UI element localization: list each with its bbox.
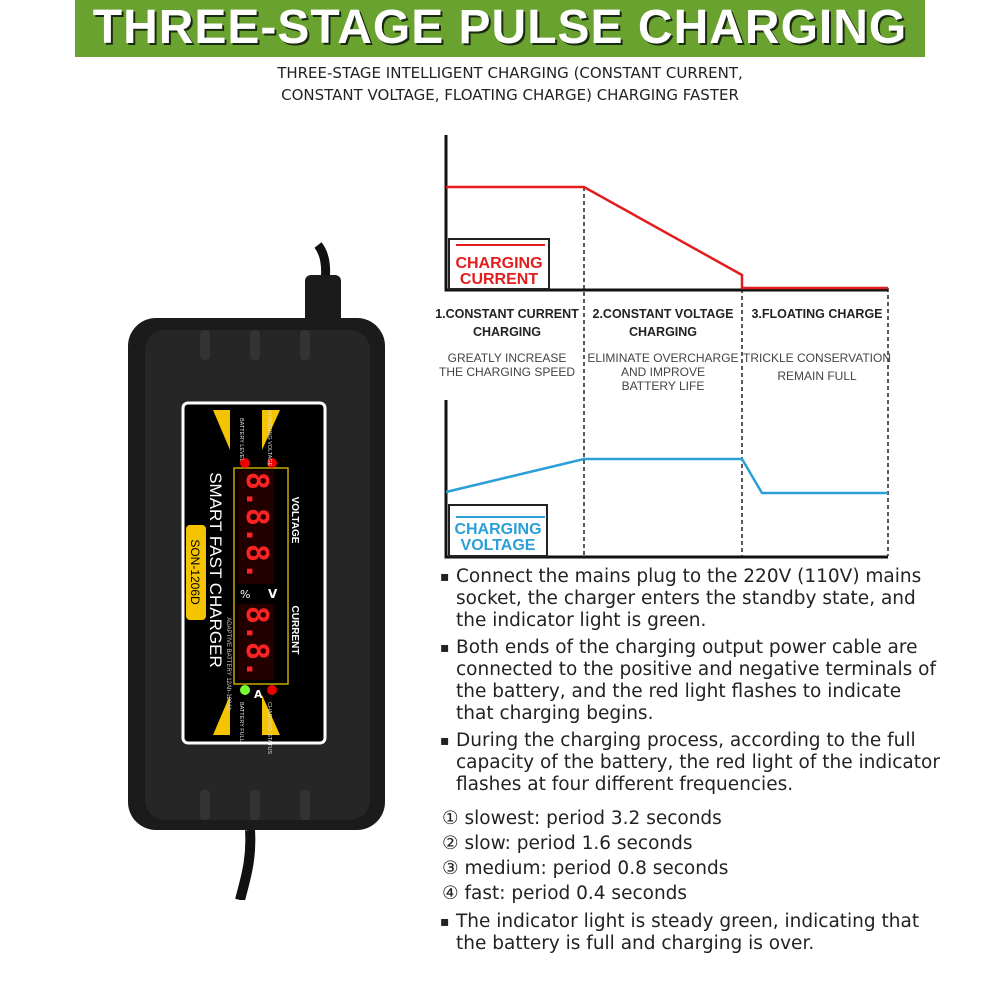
voltage-label: CHARGING xyxy=(454,521,542,538)
stage-desc: AND IMPROVE xyxy=(620,365,705,379)
stage-title: 2.CONSTANT VOLTAGE xyxy=(592,307,734,321)
current-curve xyxy=(446,185,888,290)
led-window xyxy=(233,467,289,685)
voltage-text: VOLTAGE xyxy=(289,497,300,544)
unit-pct: % xyxy=(240,588,250,601)
frequency-item: ① slowest: period 3.2 seconds xyxy=(442,808,722,829)
stage-title: CHARGING xyxy=(472,325,542,339)
v-display: 8.8.8. xyxy=(239,472,274,580)
bullet-icon: ▪ xyxy=(440,640,450,656)
voltage-axis xyxy=(444,400,888,559)
voltage-label: VOLTAGE xyxy=(460,537,536,554)
frequency-item: ④ fast: period 0.4 seconds xyxy=(442,883,688,904)
stage-1: 1.CONSTANT CURRENT CHARGING GREATLY INCR… xyxy=(426,305,588,379)
cable-strain-relief xyxy=(305,275,341,325)
current-label: CHARGING xyxy=(455,255,543,272)
stage-desc: GREATLY INCREASE xyxy=(447,351,567,365)
bullet-item: ▪ Both ends of the charging output power … xyxy=(440,637,940,725)
current-text: CURRENT xyxy=(289,606,300,655)
bullet-text: The indicator light is steady green, ind… xyxy=(456,911,920,954)
subtitle-line: CONSTANT VOLTAGE, FLOATING CHARGE) CHARG… xyxy=(281,86,739,104)
a-display: 8.8. xyxy=(239,606,274,678)
stage-desc: ELIMINATE OVERCHARGE xyxy=(587,351,739,365)
bullet-icon: ▪ xyxy=(440,569,450,585)
frequency-item: ② slow: period 1.6 seconds xyxy=(442,833,693,854)
current-label: CURRENT xyxy=(459,271,539,288)
stage-desc: REMAIN FULL xyxy=(777,369,857,383)
model-badge xyxy=(186,525,206,620)
stage-title: 1.CONSTANT CURRENT xyxy=(435,307,579,321)
stage-title: CHARGING xyxy=(628,325,698,339)
unit-a: A xyxy=(254,688,263,701)
charging-status-text: CHARGING STATUS xyxy=(266,702,272,754)
bullet-text: Both ends of the charging output power c… xyxy=(456,637,936,724)
stage-desc: BATTERY LIFE xyxy=(621,379,705,393)
bullet-icon: ▪ xyxy=(440,914,450,930)
charging-voltage-led xyxy=(267,458,277,468)
banner-title: THREE-STAGE PULSE CHARGING xyxy=(75,0,925,57)
output-cable xyxy=(235,829,256,900)
bullet-text: During the charging process, according t… xyxy=(456,730,940,795)
battery-full-led xyxy=(240,685,250,695)
charging-status-led xyxy=(267,685,277,695)
unit-v: V xyxy=(268,587,278,601)
instructions: ▪ Connect the mains plug to the 220V (110… xyxy=(440,566,940,960)
stage-title: 3.FLOATING CHARGE xyxy=(751,307,883,321)
bullet-icon: ▪ xyxy=(440,733,450,749)
bullet-item: ▪ The indicator light is steady green, in… xyxy=(440,911,940,955)
stage-desc: TRICKLE CONSERVATION xyxy=(742,351,892,365)
stage-2: 2.CONSTANT VOLTAGE CHARGING ELIMINATE OV… xyxy=(584,305,742,393)
battery-level-led xyxy=(240,458,250,468)
stage-desc: THE CHARGING SPEED xyxy=(438,365,576,379)
battery-full-text: BATTERY FULL xyxy=(238,702,244,742)
subtitle: THREE-STAGE INTELLIGENT CHARGING (CONSTA… xyxy=(200,62,820,106)
adaptive-text: ADAPTIVE BATTERY 12Ah-120Ah xyxy=(225,617,231,710)
brand-text: SMART FAST CHARGER xyxy=(206,472,225,668)
subtitle-line: THREE-STAGE INTELLIGENT CHARGING (CONSTA… xyxy=(277,64,743,82)
stage-3: 3.FLOATING CHARGE TRICKLE CONSERVATION R… xyxy=(742,305,892,383)
voltage-curve xyxy=(445,457,888,495)
charging-voltage-text: CHARGING VOLTAGE xyxy=(266,410,272,467)
bullet-item: ▪ During the charging process, according … xyxy=(440,730,940,796)
charger-product-image: 8.8.8. 8.8. SMART FAST CHARGER SON-1206D… xyxy=(128,242,385,900)
bullet-item: ▪ Connect the mains plug to the 220V (110… xyxy=(440,566,940,632)
frequency-item: ③ medium: period 0.8 seconds xyxy=(442,858,729,879)
model-text: SON-1206D xyxy=(188,539,202,605)
battery-level-text: BATTERY LEVEL xyxy=(238,418,244,461)
bullet-text: Connect the mains plug to the 220V (110V… xyxy=(456,566,922,631)
